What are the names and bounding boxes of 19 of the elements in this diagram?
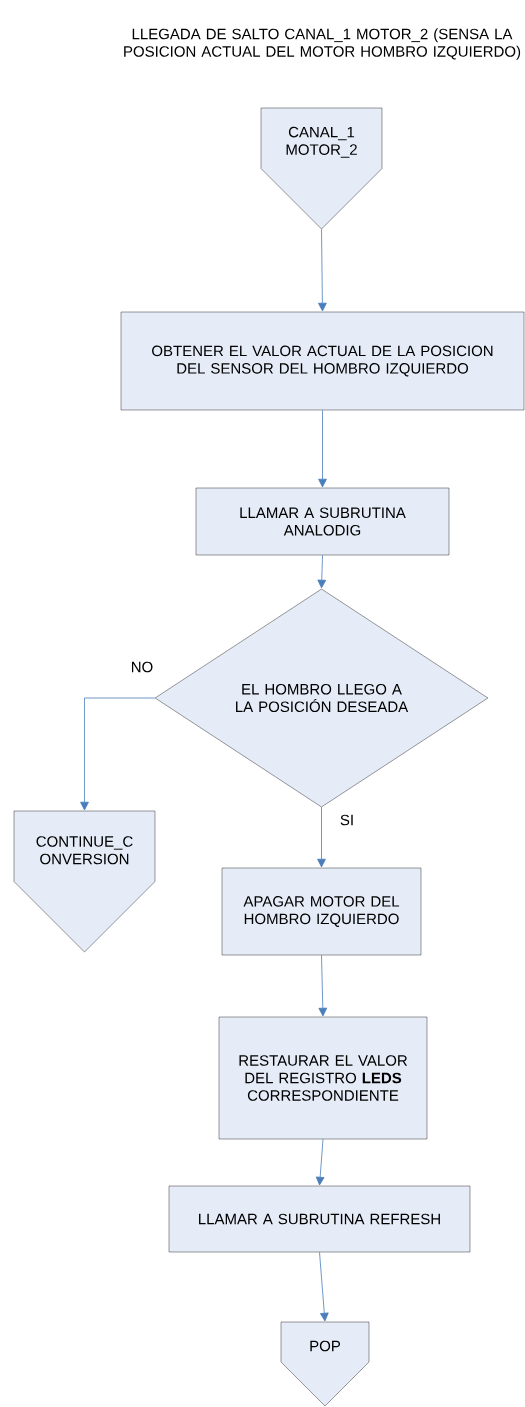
arrow bbox=[80, 697, 156, 811]
arrow bbox=[318, 228, 327, 312]
process-box: OBTENER EL VALOR ACTUAL DE LA POSICION DEL SENSOR DEL HOMBRO IZQUIERDO bbox=[120, 311, 525, 411]
arrow bbox=[319, 1251, 329, 1322]
offpage-connector: POP bbox=[280, 1321, 370, 1407]
offpage-connector: CANAL_1 MOTOR_2 bbox=[260, 107, 383, 230]
arrow bbox=[318, 409, 327, 488]
title: LLEGADA DE SALTO CANAL_1 MOTOR_2 (SENSA LA POSICION ACTUAL DEL MOTOR HOMBRO IZQUIERDO) bbox=[124, 28, 521, 60]
arrow bbox=[315, 1138, 325, 1186]
process-box: LLAMAR A SUBRUTINA ANALODIG bbox=[195, 487, 450, 556]
process-box: LLAMAR A SUBRUTINA REFRESH bbox=[168, 1185, 471, 1253]
arrow bbox=[318, 954, 328, 1017]
process-box: APAGAR MOTOR DEL HOMBRO IZQUIERDO bbox=[221, 867, 422, 956]
edge-label: NO bbox=[129, 660, 155, 674]
edge-label: SI bbox=[338, 813, 356, 827]
offpage-connector: CONTINUE_C ONVERSION bbox=[13, 810, 156, 953]
process-box: RESTAURAR EL VALOR DEL REGISTRO LEDS CORRESPONDIENTE bbox=[218, 1016, 428, 1140]
arrow bbox=[317, 806, 326, 868]
arrow bbox=[317, 554, 327, 589]
